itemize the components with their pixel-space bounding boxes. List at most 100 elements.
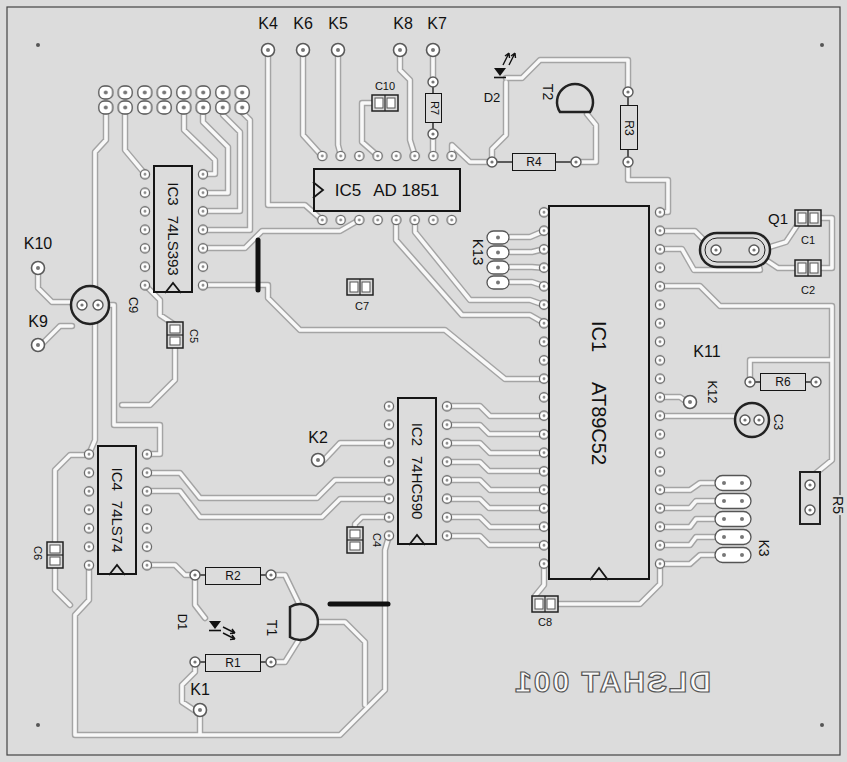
- part-designator: R1: [225, 657, 240, 669]
- pad: [754, 415, 764, 425]
- lead: [261, 574, 266, 575]
- connector-label: R5: [831, 495, 845, 515]
- part-text-group: IC5AD 1851: [335, 182, 440, 199]
- led-d1: [209, 621, 235, 640]
- pad: [805, 505, 815, 515]
- pad: [623, 87, 633, 97]
- pin-header: [486, 230, 510, 290]
- diode-label: D2: [483, 91, 502, 104]
- pin-row: [654, 203, 666, 573]
- part-text-group: R2: [225, 570, 240, 582]
- led-d2: [494, 53, 516, 78]
- part-designator: R4: [526, 156, 541, 168]
- pad: [740, 415, 750, 425]
- pad: [190, 657, 200, 667]
- lead: [627, 97, 628, 105]
- resistor-body: R2: [205, 567, 261, 585]
- transistor-symbol: [290, 604, 318, 640]
- pad: [266, 657, 276, 667]
- part-value: AD 1851: [373, 182, 439, 199]
- pad: [711, 245, 721, 255]
- test-pad: [312, 454, 325, 467]
- pin-row: [83, 445, 95, 575]
- test-point-label: K6: [292, 16, 314, 32]
- ic-package: IC1AT89C52: [548, 205, 650, 580]
- electrolytic-outline: [71, 286, 109, 324]
- resistor-body: R7: [425, 93, 442, 123]
- capacitor-symbol: [532, 596, 558, 612]
- pad: [428, 77, 438, 87]
- test-point-label: K1: [189, 682, 211, 698]
- header-pads: [96, 85, 252, 115]
- part-text-group: R7: [428, 101, 439, 115]
- jumper-bar: [256, 240, 261, 290]
- capacitor-label: C9: [127, 296, 140, 315]
- lead: [627, 150, 628, 157]
- pad: [190, 570, 200, 580]
- transistor-label: T1: [265, 619, 279, 637]
- pin-row: [313, 214, 461, 226]
- resistor-body: R3: [620, 105, 638, 150]
- header-label: K13: [471, 238, 486, 267]
- mount-dot: [36, 43, 40, 47]
- capacitor-symbol: [372, 95, 398, 111]
- lead: [432, 123, 433, 129]
- capacitor-label: C6: [32, 545, 43, 561]
- light-arrows: [503, 53, 516, 65]
- test-pad: [297, 44, 310, 57]
- connector-outline: [800, 472, 820, 524]
- pin-row: [197, 165, 209, 295]
- electrolytic-outline: [735, 403, 769, 437]
- resistor-body: R4: [512, 153, 556, 171]
- part-designator: R3: [623, 120, 635, 135]
- ic-package: IC374LS393: [153, 165, 193, 293]
- ic-notches: [109, 182, 608, 580]
- capacitor-symbol: [167, 322, 183, 348]
- part-value: 74LS74: [110, 501, 125, 553]
- test-pad: [194, 704, 207, 717]
- test-pad: [32, 262, 45, 275]
- test-point-label: K7: [426, 16, 448, 32]
- test-point-label: K2: [307, 430, 329, 446]
- capacitor-label: C3: [772, 413, 785, 432]
- pin-row: [139, 165, 151, 295]
- part-text-group: R1: [225, 657, 240, 669]
- part-designator: R6: [775, 376, 790, 388]
- diode-bar: [494, 77, 506, 79]
- pad: [623, 157, 633, 167]
- capacitor-symbol: [347, 279, 373, 295]
- pad: [93, 300, 103, 310]
- electrolytic-caps: [71, 286, 769, 437]
- connector-r5: [800, 472, 820, 524]
- lead: [497, 161, 512, 162]
- test-point-label: K4: [257, 16, 279, 32]
- part-value: 74LS393: [166, 216, 181, 276]
- pad: [428, 129, 438, 139]
- crystal-label: Q1: [767, 211, 789, 226]
- capacitor-label: C4: [371, 532, 382, 548]
- part-text-group: IC474LS74: [110, 467, 125, 552]
- pin-row: [313, 150, 461, 162]
- part-text-group: R3: [623, 120, 635, 135]
- pad: [266, 570, 276, 580]
- part-text-group: R6: [775, 376, 790, 388]
- part-text-group: R4: [526, 156, 541, 168]
- part-designator: R2: [225, 570, 240, 582]
- part-text-group: IC274HC590: [410, 423, 425, 520]
- part-designator: IC1: [589, 320, 609, 351]
- part-value: 74HC590: [410, 456, 425, 519]
- capacitor-symbol: [47, 542, 63, 568]
- capacitor-label: C10: [374, 81, 396, 92]
- mount-dot: [820, 43, 824, 47]
- pin-row: [383, 397, 395, 545]
- pad: [745, 377, 755, 387]
- test-points: [32, 44, 697, 717]
- test-point-label: K5: [327, 16, 349, 32]
- capacitor-label: C8: [537, 617, 553, 628]
- pin-header: [714, 474, 752, 564]
- ic-pads: [83, 150, 666, 575]
- pin-header: [96, 85, 252, 115]
- transistor-label: T2: [541, 83, 555, 101]
